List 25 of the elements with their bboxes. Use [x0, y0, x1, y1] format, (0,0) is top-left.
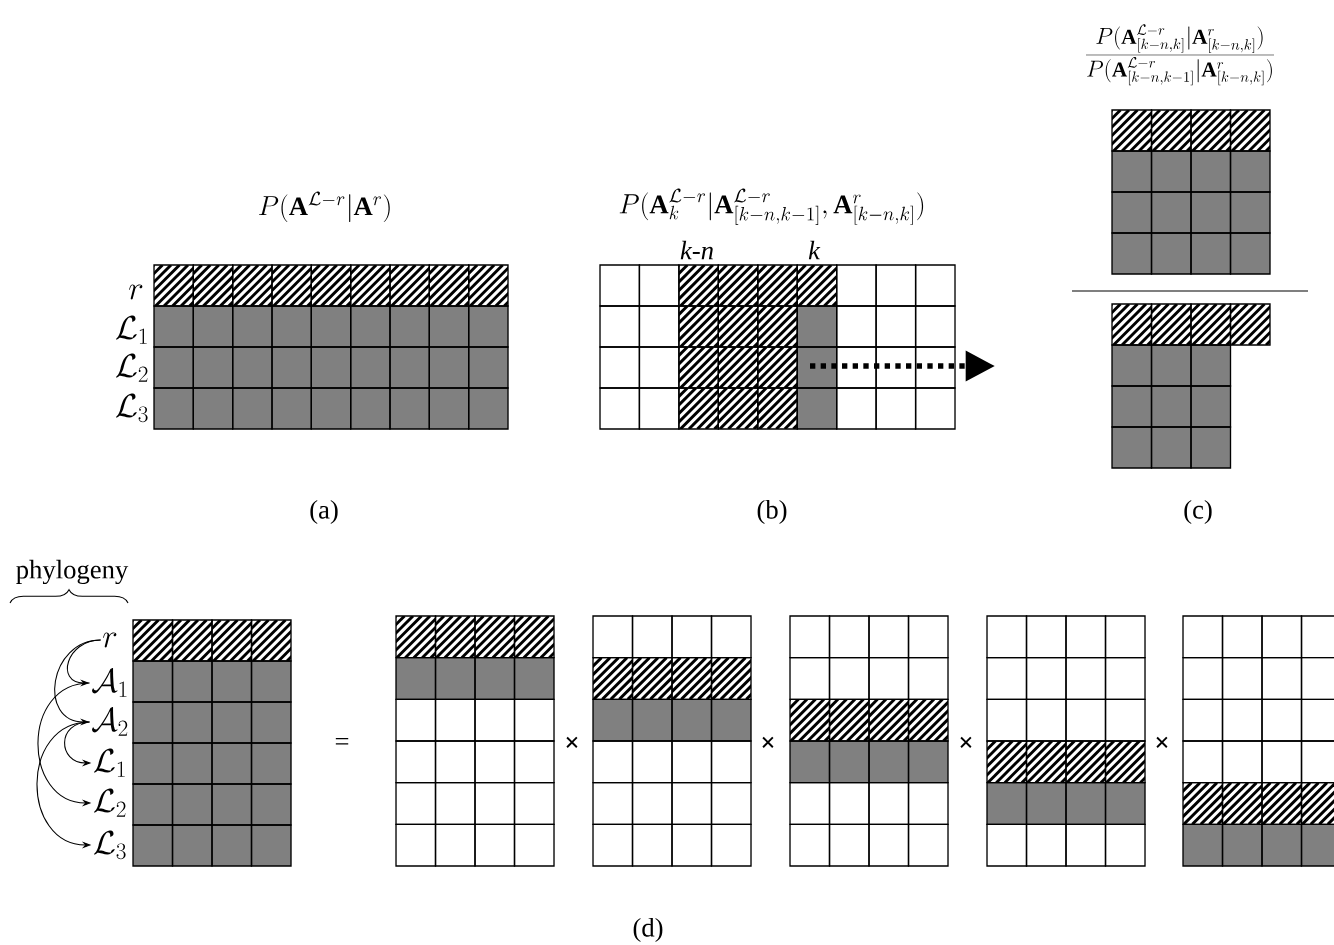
node-label: $\mathcal{A}_2$ [92, 706, 128, 736]
formula: $\frac{P(\mathbf{A}_{[k-n,k]}^{\mathcal{L}-r}|\mathbf{A}_{[k-n,k]}^{r})}{P(\mathbf{A}_{[k-n,k-1]}^{\mathcal{L}-r}|\mathbf{A}_{[k-n,k]}^{r})}$ [1086, 24, 1274, 86]
row-label: $r$ [129, 284, 143, 300]
operator: × [566, 736, 578, 748]
caption: (a) [310, 499, 338, 525]
brace-label: phylogeny [16, 559, 129, 585]
node-label: $\mathcal{A}_1$ [92, 667, 127, 697]
node-label: $r$ [103, 632, 117, 648]
operator: × [960, 736, 972, 748]
node-label: $\mathcal{L}_3$ [94, 830, 126, 860]
row-label: $\mathcal{L}_2$ [116, 353, 148, 382]
caption: (c) [1184, 499, 1212, 525]
operator: = [335, 737, 349, 745]
axis-label: k [808, 240, 821, 260]
operator: × [762, 736, 774, 748]
formula: $P(\mathbf{A}^{\mathcal{L}-r}|\mathbf{A}^{r})$ [259, 191, 390, 223]
row-label: $\mathcal{L}_3$ [116, 393, 148, 423]
formula: $P(\mathbf{A}_k^{\mathcal{L}-r}|\mathbf{A}_{[k-n,k-1]}^{\mathcal{L}-r},\mathbf{A}_{[k-n,k]}^{r})$ [619, 188, 924, 225]
caption: (d) [633, 917, 663, 943]
axis-label: k-n [680, 240, 713, 260]
caption: (b) [757, 499, 787, 525]
node-label: $\mathcal{L}_1$ [94, 748, 125, 777]
operator: × [1156, 736, 1168, 748]
node-label: $\mathcal{L}_2$ [94, 788, 126, 817]
row-label: $\mathcal{L}_1$ [116, 315, 147, 344]
